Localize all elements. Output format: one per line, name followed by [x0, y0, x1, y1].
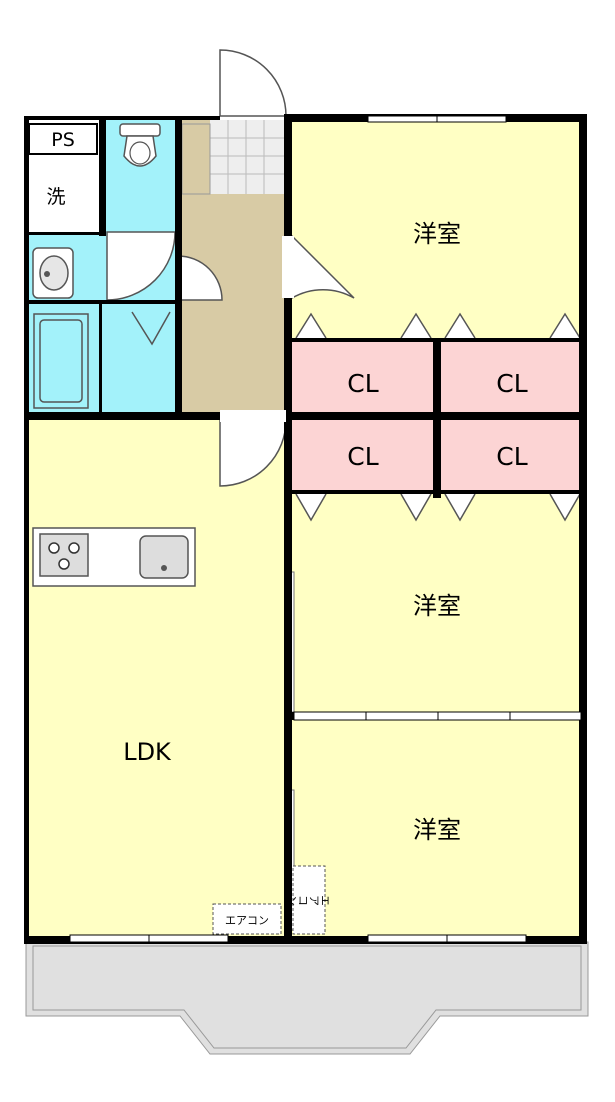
- entrance-floor: [210, 120, 284, 194]
- openings: [220, 236, 294, 422]
- closet-4-floor: [441, 420, 583, 490]
- pipe-space-label: PS: [51, 129, 75, 151]
- closet-label-2: CL: [496, 369, 527, 398]
- closet-door-markers: [295, 312, 581, 522]
- pipe-space-box: [28, 123, 98, 155]
- washer-area: [29, 158, 101, 232]
- stove-burner-icon: [58, 558, 70, 570]
- door-swings: [106, 49, 355, 487]
- toilet-icon: [119, 123, 161, 167]
- closet-label-3: CL: [347, 442, 378, 471]
- kitchen-counter: [32, 527, 196, 587]
- room-label-ldk: LDK: [123, 738, 172, 766]
- aircon-box-horizontal: [212, 903, 282, 935]
- closet-label-4: CL: [496, 442, 527, 471]
- washer-label: 洗: [46, 186, 65, 208]
- aircon-label-vertical: エアコン: [287, 894, 331, 907]
- wash-basin: [32, 247, 74, 299]
- closet-2-floor: [441, 342, 583, 412]
- aircon-box-vertical: [292, 865, 326, 935]
- closet-label-1: CL: [347, 369, 378, 398]
- room-label-western-2: 洋室: [413, 592, 461, 620]
- closet-1-floor: [292, 342, 433, 412]
- kitchen-sink-icon: [139, 535, 189, 579]
- ldk-floor: [29, 420, 284, 938]
- shoe-box: [181, 123, 211, 195]
- stove-burner-icon: [48, 542, 60, 554]
- bathroom-fold-door: [131, 311, 171, 346]
- room-label-western-1: 洋室: [413, 220, 461, 248]
- entrance-tiles: [210, 120, 284, 194]
- closet-3-floor: [292, 420, 433, 490]
- stove-burner-icon: [68, 542, 80, 554]
- western-room-3-floor: [292, 720, 583, 938]
- balcony: [25, 941, 589, 1055]
- balcony-rail: [32, 945, 582, 1049]
- bathtub: [33, 313, 89, 409]
- room-label-western-3: 洋室: [413, 816, 461, 844]
- windows: [69, 115, 582, 943]
- western-room-1-floor: [292, 120, 583, 342]
- western-room-2-floor: [292, 490, 583, 712]
- aircon-label-horizontal: エアコン: [225, 914, 269, 927]
